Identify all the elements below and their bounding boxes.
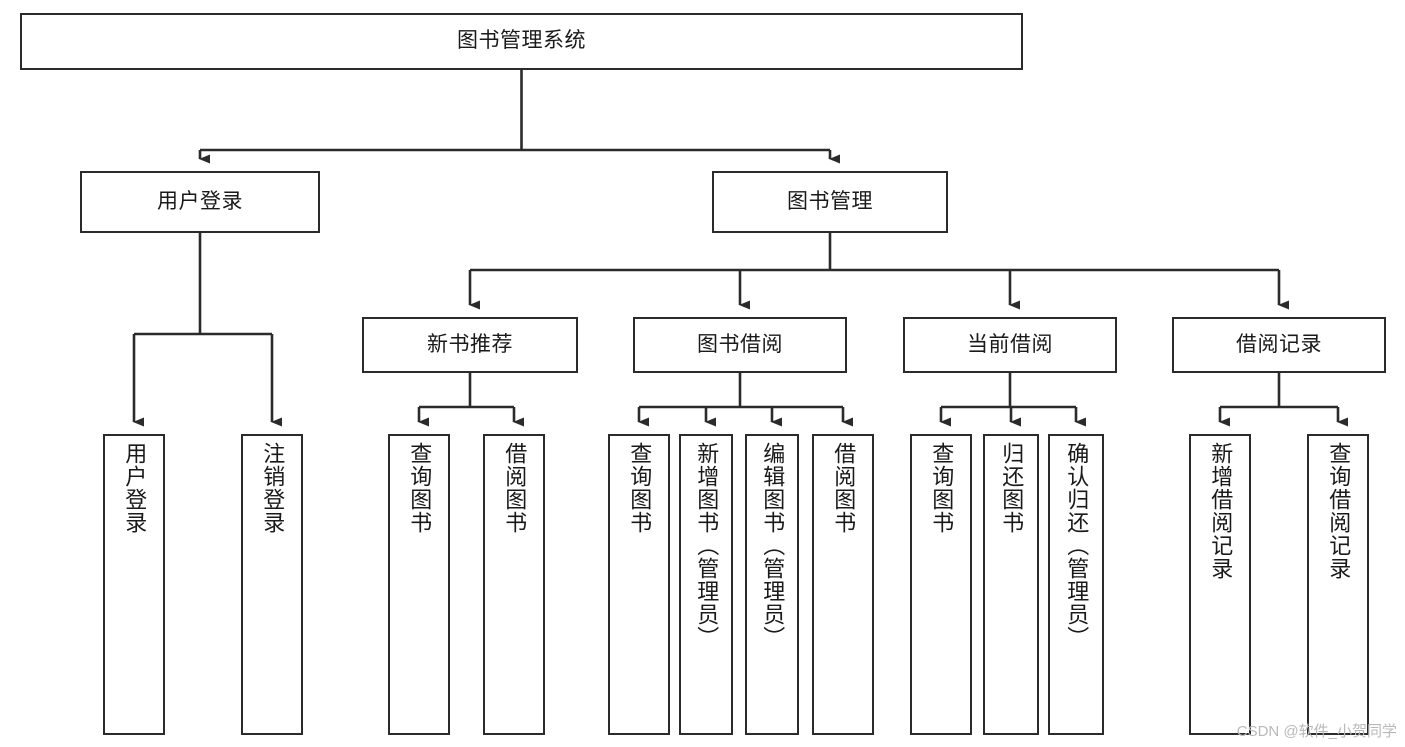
node-current-borrow[interactable]: 当前借阅	[903, 317, 1117, 373]
node-leaf-query-book-current[interactable]: 查询图书	[910, 434, 972, 735]
node-current-borrow-label: 当前借阅	[967, 332, 1053, 356]
node-leaf-query-book-current-label: 查询图书	[929, 442, 955, 534]
node-leaf-borrow-book[interactable]: 借阅图书	[812, 434, 874, 735]
node-root[interactable]: 图书管理系统	[20, 13, 1023, 70]
node-borrow-record-label: 借阅记录	[1236, 332, 1322, 356]
node-leaf-edit-book-admin-label: 编辑图书（管理员）	[760, 442, 786, 649]
node-leaf-query-book-rec-label: 查询图书	[407, 442, 433, 534]
node-leaf-confirm-return-admin-label: 确认归还（管理员）	[1064, 442, 1090, 649]
node-leaf-edit-book-admin[interactable]: 编辑图书（管理员）	[745, 434, 799, 735]
node-user-login-label: 用户登录	[157, 189, 243, 213]
node-leaf-add-borrow-record-label: 新增借阅记录	[1208, 442, 1234, 580]
node-book-manage-label: 图书管理	[787, 189, 873, 213]
node-leaf-return-book[interactable]: 归还图书	[983, 434, 1039, 735]
node-leaf-query-borrow-record-label: 查询借阅记录	[1326, 442, 1352, 580]
node-book-borrow-label: 图书借阅	[697, 332, 783, 356]
node-leaf-query-borrow-record[interactable]: 查询借阅记录	[1307, 434, 1369, 735]
node-leaf-add-book-admin[interactable]: 新增图书（管理员）	[679, 434, 733, 735]
node-leaf-logout-label: 注销登录	[260, 442, 286, 534]
node-new-book-recommend[interactable]: 新书推荐	[362, 317, 578, 373]
node-user-login[interactable]: 用户登录	[80, 171, 320, 233]
node-leaf-add-borrow-record[interactable]: 新增借阅记录	[1189, 434, 1251, 735]
watermark: CSDN @软件_小贺同学	[1236, 723, 1397, 740]
node-leaf-query-book-borrow[interactable]: 查询图书	[608, 434, 670, 735]
node-leaf-confirm-return-admin[interactable]: 确认归还（管理员）	[1048, 434, 1104, 735]
node-leaf-user-login-label: 用户登录	[122, 442, 148, 534]
node-leaf-query-book-borrow-label: 查询图书	[627, 442, 653, 534]
node-book-manage[interactable]: 图书管理	[712, 171, 948, 233]
node-borrow-record[interactable]: 借阅记录	[1172, 317, 1386, 373]
node-leaf-query-book-rec[interactable]: 查询图书	[388, 434, 450, 735]
node-leaf-add-book-admin-label: 新增图书（管理员）	[694, 442, 720, 649]
node-leaf-borrow-book-rec-label: 借阅图书	[502, 442, 528, 534]
node-leaf-borrow-book-rec[interactable]: 借阅图书	[483, 434, 545, 735]
node-root-label: 图书管理系统	[457, 29, 586, 53]
node-leaf-borrow-book-label: 借阅图书	[831, 442, 857, 534]
node-leaf-user-login[interactable]: 用户登录	[103, 434, 165, 735]
node-leaf-logout[interactable]: 注销登录	[241, 434, 303, 735]
node-new-book-recommend-label: 新书推荐	[427, 332, 513, 356]
node-leaf-return-book-label: 归还图书	[999, 442, 1025, 534]
node-book-borrow[interactable]: 图书借阅	[633, 317, 847, 373]
